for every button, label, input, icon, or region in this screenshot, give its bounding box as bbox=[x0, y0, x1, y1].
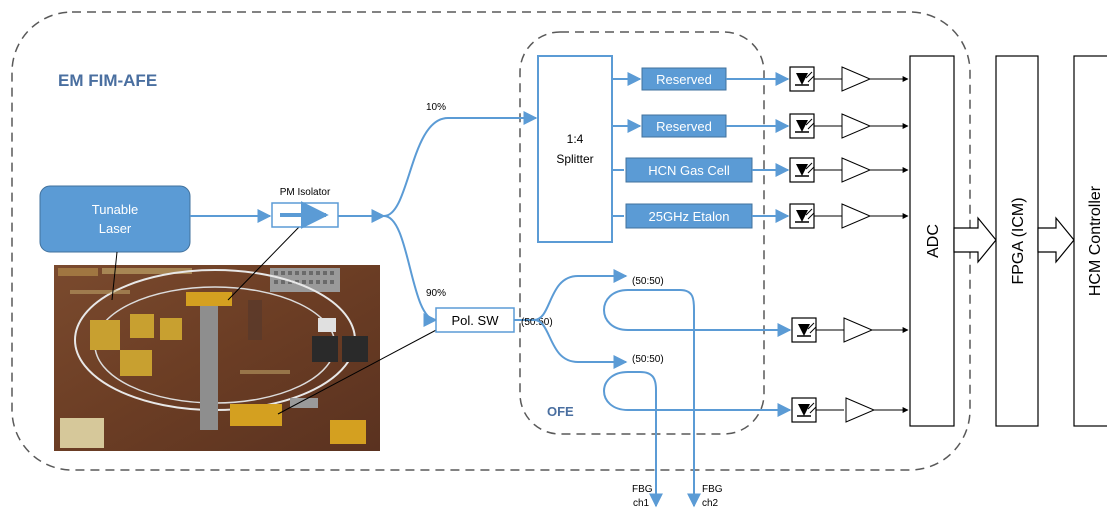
splitter-line2: Splitter bbox=[556, 152, 593, 166]
fbg-ch2-line1: FBG bbox=[702, 484, 723, 495]
fiber-90pct bbox=[384, 216, 436, 320]
amplifier-icon bbox=[842, 67, 870, 91]
fpga-label: FPGA (ICM) bbox=[1010, 197, 1027, 284]
tunable-laser-block bbox=[40, 186, 190, 252]
pcb-photo bbox=[54, 265, 380, 451]
ratio-lower-label: (50:50) bbox=[632, 354, 664, 365]
detector-chain-1 bbox=[790, 67, 908, 91]
amplifier-icon bbox=[842, 114, 870, 138]
fiber-10pct bbox=[384, 118, 536, 216]
pol-switch-label: Pol. SW bbox=[452, 313, 500, 328]
adc-label: ADC bbox=[925, 224, 942, 258]
fbg-ch2-line2: ch2 bbox=[702, 498, 719, 509]
isolator-label: PM Isolator bbox=[280, 187, 331, 198]
amplifier-icon bbox=[844, 318, 872, 342]
fbg-ch1-line1: FBG bbox=[632, 484, 653, 495]
splitter-block bbox=[538, 56, 612, 242]
afe-title: EM FIM-AFE bbox=[58, 71, 157, 90]
hcm-controller-label: HCM Controller bbox=[1087, 185, 1104, 296]
reserved-label-1: Reserved bbox=[656, 72, 712, 87]
adc-fpga-arrow-icon bbox=[954, 218, 996, 262]
fiber-upper-to-fbg2 bbox=[628, 290, 694, 506]
pct-10-label: 10% bbox=[426, 102, 446, 113]
detector-chain-3 bbox=[790, 158, 908, 182]
laser-label-line2: Laser bbox=[99, 221, 132, 236]
splitter-line1: 1:4 bbox=[567, 132, 584, 146]
fiber-upper-to-pd bbox=[604, 290, 790, 330]
fiber-coupler-up bbox=[534, 276, 626, 320]
amplifier-icon bbox=[846, 398, 874, 422]
ratio-upper-label: (50:50) bbox=[632, 276, 664, 287]
amplifier-icon bbox=[842, 158, 870, 182]
detector-chain-5 bbox=[792, 318, 908, 342]
fbg-ch1-line2: ch1 bbox=[633, 498, 650, 509]
detector-chain-2 bbox=[790, 114, 908, 138]
laser-label-line1: Tunable bbox=[92, 202, 139, 217]
fpga-controller-arrow-icon bbox=[1038, 218, 1074, 262]
amplifier-icon bbox=[842, 204, 870, 228]
detector-chain-6 bbox=[792, 398, 908, 422]
etalon-label: 25GHz Etalon bbox=[649, 209, 730, 224]
hcn-gas-cell-label: HCN Gas Cell bbox=[648, 163, 730, 178]
reserved-label-2: Reserved bbox=[656, 119, 712, 134]
pct-90-label: 90% bbox=[426, 288, 446, 299]
ofe-label: OFE bbox=[547, 404, 574, 419]
detector-chain-4 bbox=[790, 204, 908, 228]
